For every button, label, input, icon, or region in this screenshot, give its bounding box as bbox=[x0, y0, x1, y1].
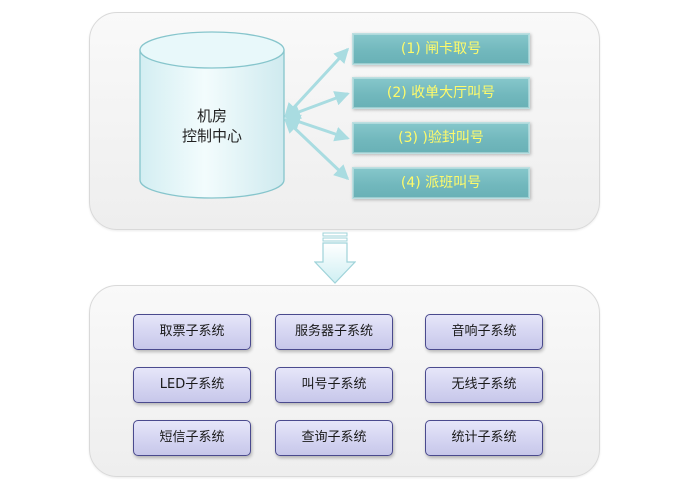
control-center-label-line1: 机房 bbox=[196, 107, 227, 125]
database-cylinder-icon bbox=[139, 31, 285, 199]
control-center-label-line2: 控制中心 bbox=[181, 127, 242, 145]
subsystem-query: 查询子系统 bbox=[275, 420, 393, 456]
call-box-2: (2) 收单大厅叫号 bbox=[352, 77, 530, 109]
call-box-1: (1) 闸卡取号 bbox=[352, 33, 530, 65]
down-arrow-icon bbox=[314, 232, 356, 284]
subsystem-calling: 叫号子系统 bbox=[275, 367, 393, 403]
subsystem-sms: 短信子系统 bbox=[133, 420, 251, 456]
control-center-label: 机房 控制中心 bbox=[138, 106, 286, 146]
subsystem-led: LED子系统 bbox=[133, 367, 251, 403]
control-center-cylinder: 机房 控制中心 bbox=[138, 30, 286, 200]
subsystem-audio: 音响子系统 bbox=[425, 314, 543, 350]
call-box-3: (3) )验封叫号 bbox=[352, 122, 530, 154]
subsystem-server: 服务器子系统 bbox=[275, 314, 393, 350]
subsystem-ticketing: 取票子系统 bbox=[133, 314, 251, 350]
subsystem-wireless: 无线子系统 bbox=[425, 367, 543, 403]
call-box-4: (4) 派班叫号 bbox=[352, 167, 530, 199]
subsystem-statistics: 统计子系统 bbox=[425, 420, 543, 456]
